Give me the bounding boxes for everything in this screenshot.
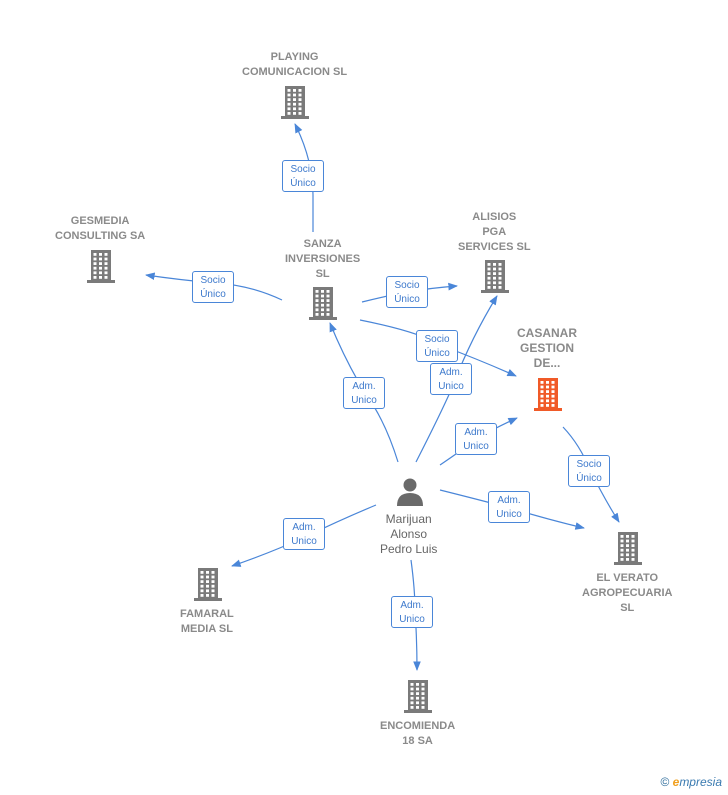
edge-label-line: Unico xyxy=(496,509,522,520)
person-icon xyxy=(397,478,423,506)
edge-label-line: Único xyxy=(576,473,602,484)
building-icon xyxy=(309,287,337,320)
node-label-line: ENCOMIENDA xyxy=(380,720,456,732)
edge-label-marijuan-to-casanar[interactable]: Adm. Unico xyxy=(455,423,497,455)
edge-label-line: Unico xyxy=(291,536,317,547)
edge-label-line: Socio xyxy=(290,164,316,175)
edge-label-marijuan-to-encomienda[interactable]: Adm. Unico xyxy=(391,596,433,628)
node-label-encomienda[interactable]: ENCOMIENDA 18 SA xyxy=(380,719,455,749)
node-label-line: ALISIOS xyxy=(472,211,517,223)
edge-label-line: Adm. xyxy=(292,522,316,533)
edge-label-line: Único xyxy=(290,178,316,189)
edge-label-line: Adm. xyxy=(352,381,376,392)
edge-label-marijuan-to-alisios[interactable]: Adm. Unico xyxy=(430,363,472,395)
node-label-line: Marijuan xyxy=(385,512,432,526)
edge-label-line: Socio xyxy=(424,334,450,345)
node-sanza[interactable] xyxy=(306,286,340,325)
building-icon xyxy=(87,250,115,283)
edge-label-marijuan-to-verato[interactable]: Adm. Unico xyxy=(488,491,530,523)
node-label-line: DE... xyxy=(533,356,561,370)
node-label-line: COMUNICACION SL xyxy=(242,66,348,78)
edge-label-line: Socio xyxy=(200,275,226,286)
node-alisios[interactable] xyxy=(478,259,512,298)
building-icon xyxy=(534,378,562,411)
node-label-gesmedia[interactable]: GESMEDIA CONSULTING SA xyxy=(55,214,145,244)
node-label-line: 18 SA xyxy=(402,735,433,747)
edge-label-line: Adm. xyxy=(464,427,488,438)
node-encomienda[interactable] xyxy=(401,679,435,718)
edge-label-line: Adm. xyxy=(439,367,463,378)
building-icon xyxy=(404,680,432,713)
edge-label-line: Adm. xyxy=(400,600,424,611)
node-label-line: GESTION xyxy=(519,341,574,355)
node-label-line: AGROPECUARIA xyxy=(582,587,673,599)
node-label-line: SL xyxy=(620,602,635,614)
node-label-line: PGA xyxy=(482,226,507,238)
node-label-verato[interactable]: EL VERATO AGROPECUARIA SL xyxy=(582,571,672,616)
building-icon xyxy=(194,568,222,601)
building-icon xyxy=(481,260,509,293)
node-label-line: Alonso xyxy=(390,527,428,541)
edge-label-marijuan-to-famaral[interactable]: Adm. Unico xyxy=(283,518,325,550)
node-famaral[interactable] xyxy=(191,567,225,606)
edge-label-line: Adm. xyxy=(497,495,521,506)
node-label-line: CASANAR xyxy=(517,326,577,340)
node-verato[interactable] xyxy=(611,531,645,570)
building-icon xyxy=(614,532,642,565)
node-label-line: INVERSIONES xyxy=(285,253,361,265)
node-label-line: MEDIA SL xyxy=(180,623,233,635)
node-label-line: PLAYING xyxy=(270,51,319,63)
node-casanar[interactable] xyxy=(531,377,565,416)
brand-name: mpresia xyxy=(679,775,722,789)
node-label-line: Pedro Luis xyxy=(380,542,438,556)
footer-brand: © empresia xyxy=(660,775,722,789)
node-label-playing[interactable]: PLAYING COMUNICACION SL xyxy=(242,50,347,80)
edge-label-line: Unico xyxy=(438,381,464,392)
node-label-famaral[interactable]: FAMARAL MEDIA SL xyxy=(180,607,234,637)
edge-label-line: Socio xyxy=(394,280,420,291)
edge-label-line: Socio xyxy=(576,459,602,470)
node-label-alisios[interactable]: ALISIOS PGA SERVICES SL xyxy=(458,210,531,255)
edge-label-line: Único xyxy=(394,294,420,305)
copyright-symbol: © xyxy=(660,775,670,789)
edge-label-line: Único xyxy=(424,348,450,359)
edge-label-line: Único xyxy=(200,289,226,300)
edge-label-line: Unico xyxy=(351,395,377,406)
node-gesmedia[interactable] xyxy=(84,249,118,288)
node-label-line: SERVICES SL xyxy=(458,241,531,253)
node-label-line: GESMEDIA xyxy=(70,215,130,227)
node-label-line: CONSULTING SA xyxy=(55,230,146,242)
node-playing[interactable] xyxy=(278,85,312,124)
edge-label-line: Unico xyxy=(399,614,425,625)
node-label-line: SL xyxy=(315,268,330,280)
brand-initial: e xyxy=(672,775,680,789)
edge-label-marijuan-to-sanza[interactable]: Adm. Unico xyxy=(343,377,385,409)
node-label-sanza[interactable]: SANZA INVERSIONES SL xyxy=(285,237,360,282)
building-icon xyxy=(281,86,309,119)
node-label-line: FAMARAL xyxy=(180,608,234,620)
node-marijuan[interactable] xyxy=(395,476,425,511)
node-label-line: EL VERATO xyxy=(596,572,659,584)
edge-label-line: Unico xyxy=(463,441,489,452)
node-label-line: SANZA xyxy=(303,238,342,250)
